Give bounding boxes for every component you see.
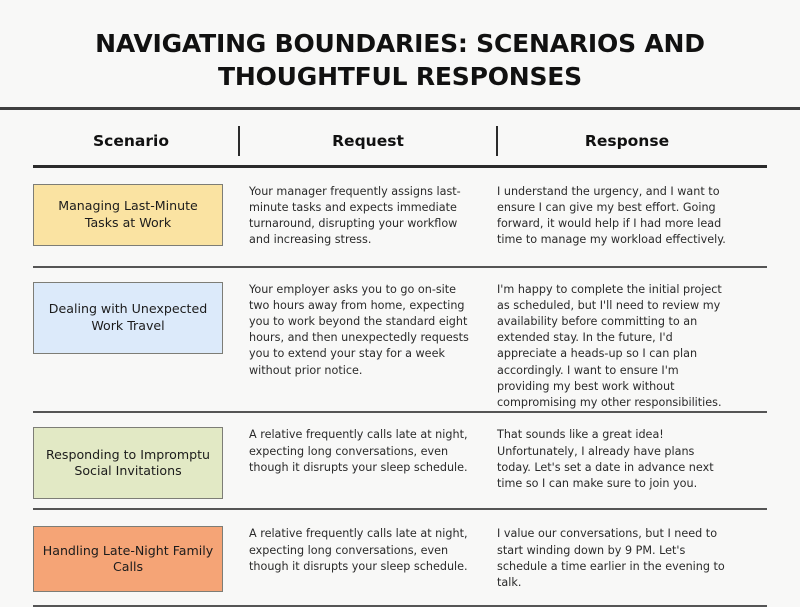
table-body: Managing Last-Minute Tasks at Work Your m… xyxy=(0,168,800,607)
cell-scenario: Dealing with Unexpected Work Travel xyxy=(33,282,229,354)
table-row-inner: Dealing with Unexpected Work Travel Your … xyxy=(33,282,767,412)
request-text: Your employer asks you to go on-site two… xyxy=(249,282,473,379)
table-row: Handling Late-Night Family Calls A relati… xyxy=(33,510,767,605)
response-text: I understand the urgency, and I want to … xyxy=(497,184,727,249)
scenario-label-box[interactable]: Handling Late-Night Family Calls xyxy=(33,526,223,592)
column-header-response: Response xyxy=(507,132,747,150)
title-divider xyxy=(0,107,800,110)
request-text: A relative frequently calls late at nigh… xyxy=(249,526,473,575)
table-row-inner: Responding to Impromptu Social Invitatio… xyxy=(33,427,767,499)
table-header-row: Scenario Request Response xyxy=(0,117,800,165)
header-divider-1-wrap xyxy=(229,126,249,156)
cell-scenario: Managing Last-Minute Tasks at Work xyxy=(33,184,229,246)
response-text: I'm happy to complete the initial projec… xyxy=(497,282,727,412)
page-title: NAVIGATING BOUNDARIES: SCENARIOS AND THO… xyxy=(60,28,740,93)
header-vertical-divider-2 xyxy=(496,126,498,156)
column-header-scenario: Scenario xyxy=(33,132,229,150)
cell-response: I understand the urgency, and I want to … xyxy=(487,184,727,249)
cell-request: A relative frequently calls late at nigh… xyxy=(249,427,487,476)
response-text: That sounds like a great idea! Unfortuna… xyxy=(497,427,727,492)
cell-response: That sounds like a great idea! Unfortuna… xyxy=(487,427,727,492)
cell-scenario: Responding to Impromptu Social Invitatio… xyxy=(33,427,229,499)
table-row-inner: Handling Late-Night Family Calls A relati… xyxy=(33,526,767,592)
table-row: Managing Last-Minute Tasks at Work Your m… xyxy=(33,168,767,266)
column-header-request: Request xyxy=(249,132,487,150)
cell-request: Your employer asks you to go on-site two… xyxy=(249,282,487,379)
request-text: A relative frequently calls late at nigh… xyxy=(249,427,473,476)
header-divider-2-wrap xyxy=(487,126,507,156)
scenario-label-box[interactable]: Managing Last-Minute Tasks at Work xyxy=(33,184,223,246)
request-text: Your manager frequently assigns last-min… xyxy=(249,184,473,249)
table-row: Dealing with Unexpected Work Travel Your … xyxy=(33,268,767,412)
scenario-label-box[interactable]: Dealing with Unexpected Work Travel xyxy=(33,282,223,354)
title-block: NAVIGATING BOUNDARIES: SCENARIOS AND THO… xyxy=(0,0,800,93)
scenario-label-box[interactable]: Responding to Impromptu Social Invitatio… xyxy=(33,427,223,499)
header-vertical-divider-1 xyxy=(238,126,240,156)
cell-response: I value our conversations, but I need to… xyxy=(487,526,727,591)
cell-response: I'm happy to complete the initial projec… xyxy=(487,282,727,412)
table-row-inner: Managing Last-Minute Tasks at Work Your m… xyxy=(33,184,767,249)
response-text: I value our conversations, but I need to… xyxy=(497,526,727,591)
cell-request: A relative frequently calls late at nigh… xyxy=(249,526,487,575)
table-row: Responding to Impromptu Social Invitatio… xyxy=(33,413,767,508)
cell-request: Your manager frequently assigns last-min… xyxy=(249,184,487,249)
cell-scenario: Handling Late-Night Family Calls xyxy=(33,526,229,592)
